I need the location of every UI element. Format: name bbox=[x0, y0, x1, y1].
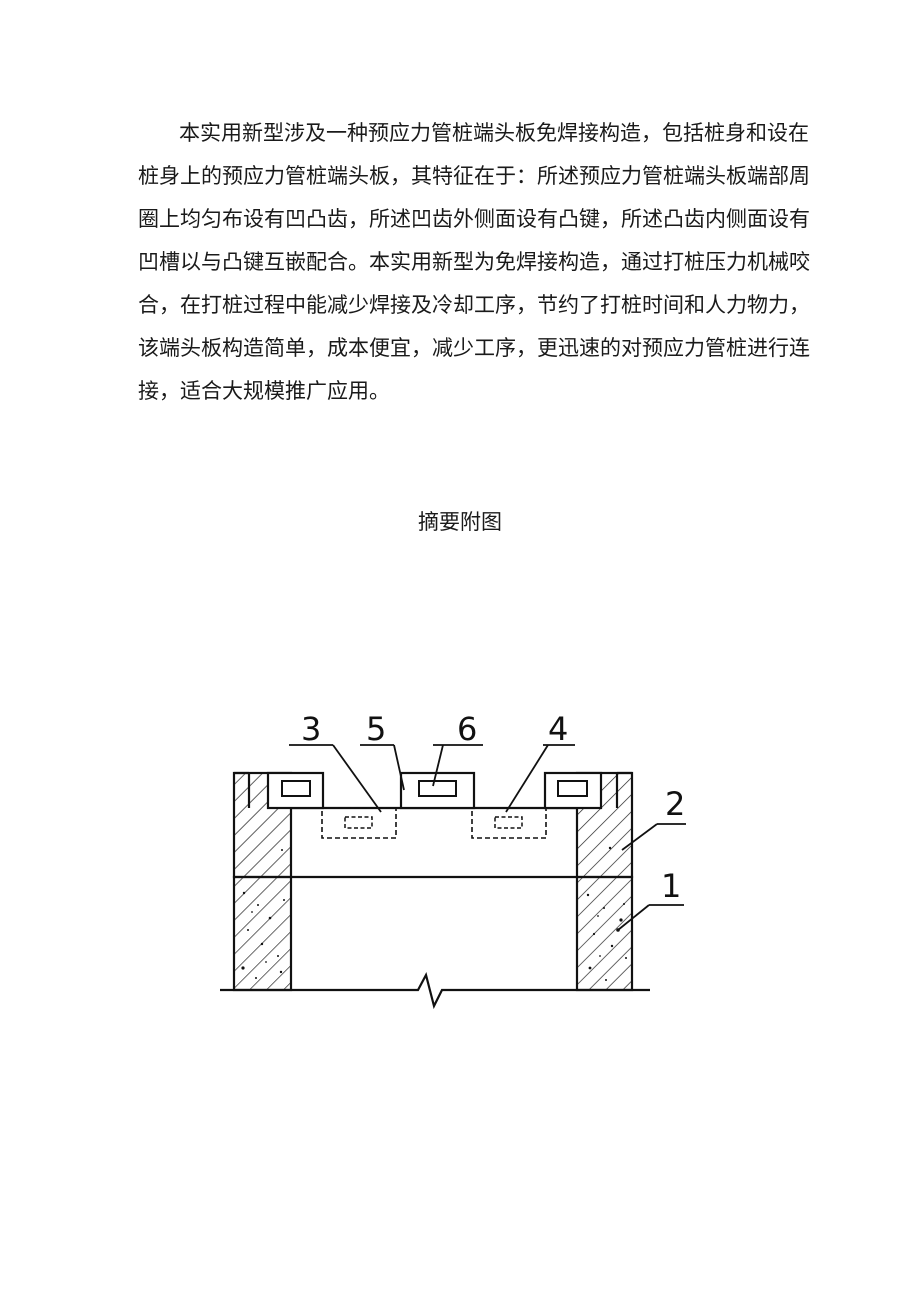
left-groove bbox=[344, 816, 373, 829]
abstract-line: 本实用新型涉及一种预应力管桩端头板免焊接构造，包括桩身和设在 bbox=[179, 121, 809, 145]
left-pile-body-wall bbox=[232, 875, 293, 992]
abstract-text: 本实用新型涉及一种预应力管桩端头板免焊接构造，包括桩身和设在 桩身上的预应力管桩… bbox=[138, 112, 810, 413]
left-tooth-key bbox=[281, 780, 311, 797]
right-groove bbox=[494, 816, 523, 829]
label-1: 1 bbox=[661, 867, 681, 905]
break-line bbox=[220, 971, 650, 1010]
right-concave-tooth bbox=[471, 807, 547, 839]
abstract-line: 该端头板构造简单，成本便宜，减少工序，更迅速的对预应力管桩进行连 bbox=[138, 336, 810, 360]
right-tooth-key bbox=[557, 780, 588, 797]
concrete-speckles bbox=[241, 846, 627, 981]
label-4: 4 bbox=[548, 710, 568, 748]
label-5: 5 bbox=[366, 710, 386, 748]
label-3: 3 bbox=[301, 710, 321, 748]
abstract-line: 合，在打桩过程中能减少焊接及冷却工序，节约了打桩时间和人力物力， bbox=[138, 293, 810, 317]
label-6: 6 bbox=[457, 710, 477, 748]
abstract-line: 圈上均匀布设有凹凸齿，所述凹齿外侧面设有凸键，所述凸齿内侧面设有 bbox=[138, 207, 810, 231]
middle-tooth-key bbox=[418, 780, 457, 797]
abstract-line: 凹槽以与凸键互嵌配合。本实用新型为免焊接构造，通过打桩压力机械咬 bbox=[138, 250, 810, 274]
abstract-line: 桩身上的预应力管桩端头板，其特征在于：所述预应力管桩端头板端部周 bbox=[138, 164, 810, 188]
figure-title: 摘要附图 bbox=[418, 510, 502, 534]
right-pile-body-wall bbox=[575, 875, 634, 992]
left-concave-tooth bbox=[321, 807, 397, 839]
abstract-line: 接，适合大规模推广应用。 bbox=[138, 379, 390, 403]
label-2: 2 bbox=[665, 785, 685, 823]
leader-lines bbox=[289, 744, 686, 931]
